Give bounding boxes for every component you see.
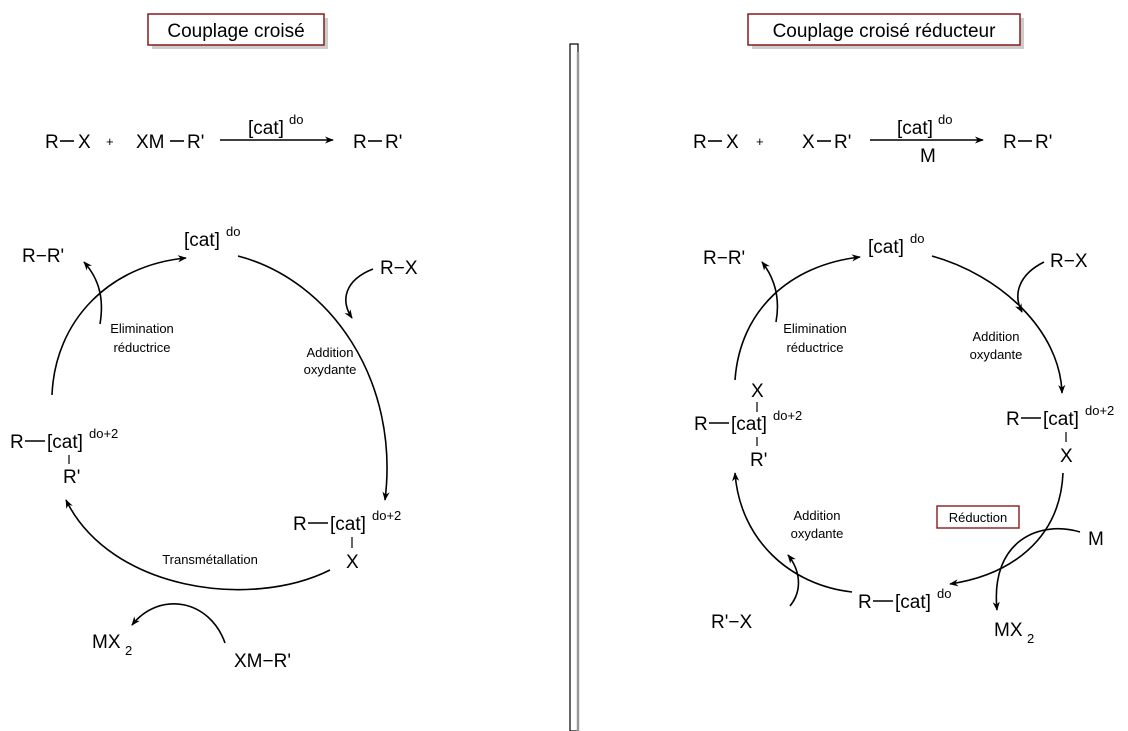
right-cycle-product: R−R' xyxy=(703,248,745,269)
eq-cat: [cat] xyxy=(248,118,284,139)
eq-product-r: R xyxy=(353,132,367,153)
left-elim-2: réductrice xyxy=(113,340,170,355)
panel-divider xyxy=(569,43,580,731)
right-equation-r1: R xyxy=(693,132,707,153)
left-int2-cat: [cat] xyxy=(47,432,83,453)
right-cycle-int1-r: R xyxy=(1006,409,1020,430)
right-equation-product2: R' xyxy=(1035,132,1052,153)
left-reagent: XM−R' xyxy=(234,651,291,672)
eq-product-rprime: R' xyxy=(385,132,402,153)
left-int2-sup: do+2 xyxy=(89,426,118,441)
right-cycle-int1-sup: do+2 xyxy=(1085,403,1114,418)
right-equation-plus: + xyxy=(756,134,764,149)
right-cycle-reduction: Réduction xyxy=(949,510,1008,525)
eq-x: X xyxy=(78,132,91,153)
right-cycle-top-sup: do xyxy=(910,231,924,246)
right-cycle-int2-cat: [cat] xyxy=(731,414,767,435)
right-cycle-byproduct: MX xyxy=(994,620,1023,641)
left-elim-1: Elimination xyxy=(110,321,174,336)
right-title-box: Couplage croisé réducteur xyxy=(747,13,1024,49)
right-equation-cat-sup: do xyxy=(938,112,952,127)
left-catalytic-cycle: [cat] do R−R' R−X Elimination réductrice… xyxy=(10,224,418,672)
right-cycle-bottom-cat: [cat] xyxy=(895,592,931,613)
left-cycle-product: R−R' xyxy=(22,246,64,267)
right-cycle-elim-1: Elimination xyxy=(783,321,847,336)
right-cycle-top: [cat] xyxy=(868,237,904,258)
left-cycle-top-sup: do xyxy=(226,224,240,239)
left-int1-r: R xyxy=(293,514,307,535)
left-add-2: oxydante xyxy=(304,362,357,377)
left-int1-sup: do+2 xyxy=(372,508,401,523)
reduction-box: Réduction xyxy=(936,505,1020,529)
right-cycle-add-2: oxydante xyxy=(970,347,1023,362)
right-cycle-int2-x: X xyxy=(751,381,764,402)
right-cycle-bottom-r: R xyxy=(858,592,872,613)
right-cycle-add-1: Addition xyxy=(973,329,1020,344)
right-cycle-int2-rp: R' xyxy=(750,450,767,471)
eq-r: R xyxy=(45,132,59,153)
left-add-1: Addition xyxy=(307,345,354,360)
right-cycle-substrate: R−X xyxy=(1050,251,1088,272)
eq-rprime: R' xyxy=(187,132,204,153)
right-equation-rprime: R' xyxy=(834,132,851,153)
left-int1-x: X xyxy=(346,552,359,573)
left-trans: Transmétallation xyxy=(162,552,258,567)
right-equation-below: M xyxy=(920,146,936,167)
left-title: Couplage croisé xyxy=(167,21,304,42)
left-cycle-top: [cat] xyxy=(184,230,220,251)
right-equation-product: R xyxy=(1003,132,1017,153)
right-cycle-byproduct-sub: 2 xyxy=(1027,631,1034,646)
right-equation-x2: X xyxy=(802,132,815,153)
right-cycle-elim-2: réductrice xyxy=(786,340,843,355)
left-int2-r: R xyxy=(10,432,24,453)
left-cycle-substrate: R−X xyxy=(380,258,418,279)
left-byproduct: MX xyxy=(92,632,121,653)
right-cycle-int1-cat: [cat] xyxy=(1043,409,1079,430)
right-equation: R X + X R' [cat] do M R R' xyxy=(693,112,1052,167)
right-cycle-int2-sup: do+2 xyxy=(773,408,802,423)
eq-xm: XM xyxy=(136,132,165,153)
right-catalytic-cycle: [cat] do R−R' R−X Elimination réductrice… xyxy=(694,231,1114,646)
right-equation-x1: X xyxy=(726,132,739,153)
left-byproduct-sub: 2 xyxy=(125,643,132,658)
right-cycle-bottom-sup: do xyxy=(937,586,951,601)
eq-plus: + xyxy=(106,134,114,149)
right-cycle-metal: M xyxy=(1088,529,1104,550)
right-cycle-add2-1: Addition xyxy=(794,508,841,523)
right-cycle-add2-2: oxydante xyxy=(791,526,844,541)
right-equation-cat: [cat] xyxy=(897,118,933,139)
left-int1-cat: [cat] xyxy=(330,514,366,535)
left-equation: R X + XM R' [cat] do R R' xyxy=(45,112,402,153)
right-cycle-int2-r: R xyxy=(694,414,708,435)
right-title: Couplage croisé réducteur xyxy=(773,21,997,42)
right-cycle-reagent: R'−X xyxy=(711,612,752,633)
left-int2-rprime: R' xyxy=(63,467,80,488)
right-cycle-int1-x: X xyxy=(1060,446,1073,467)
eq-cat-sup: do xyxy=(289,112,303,127)
left-title-box: Couplage croisé xyxy=(147,13,328,49)
